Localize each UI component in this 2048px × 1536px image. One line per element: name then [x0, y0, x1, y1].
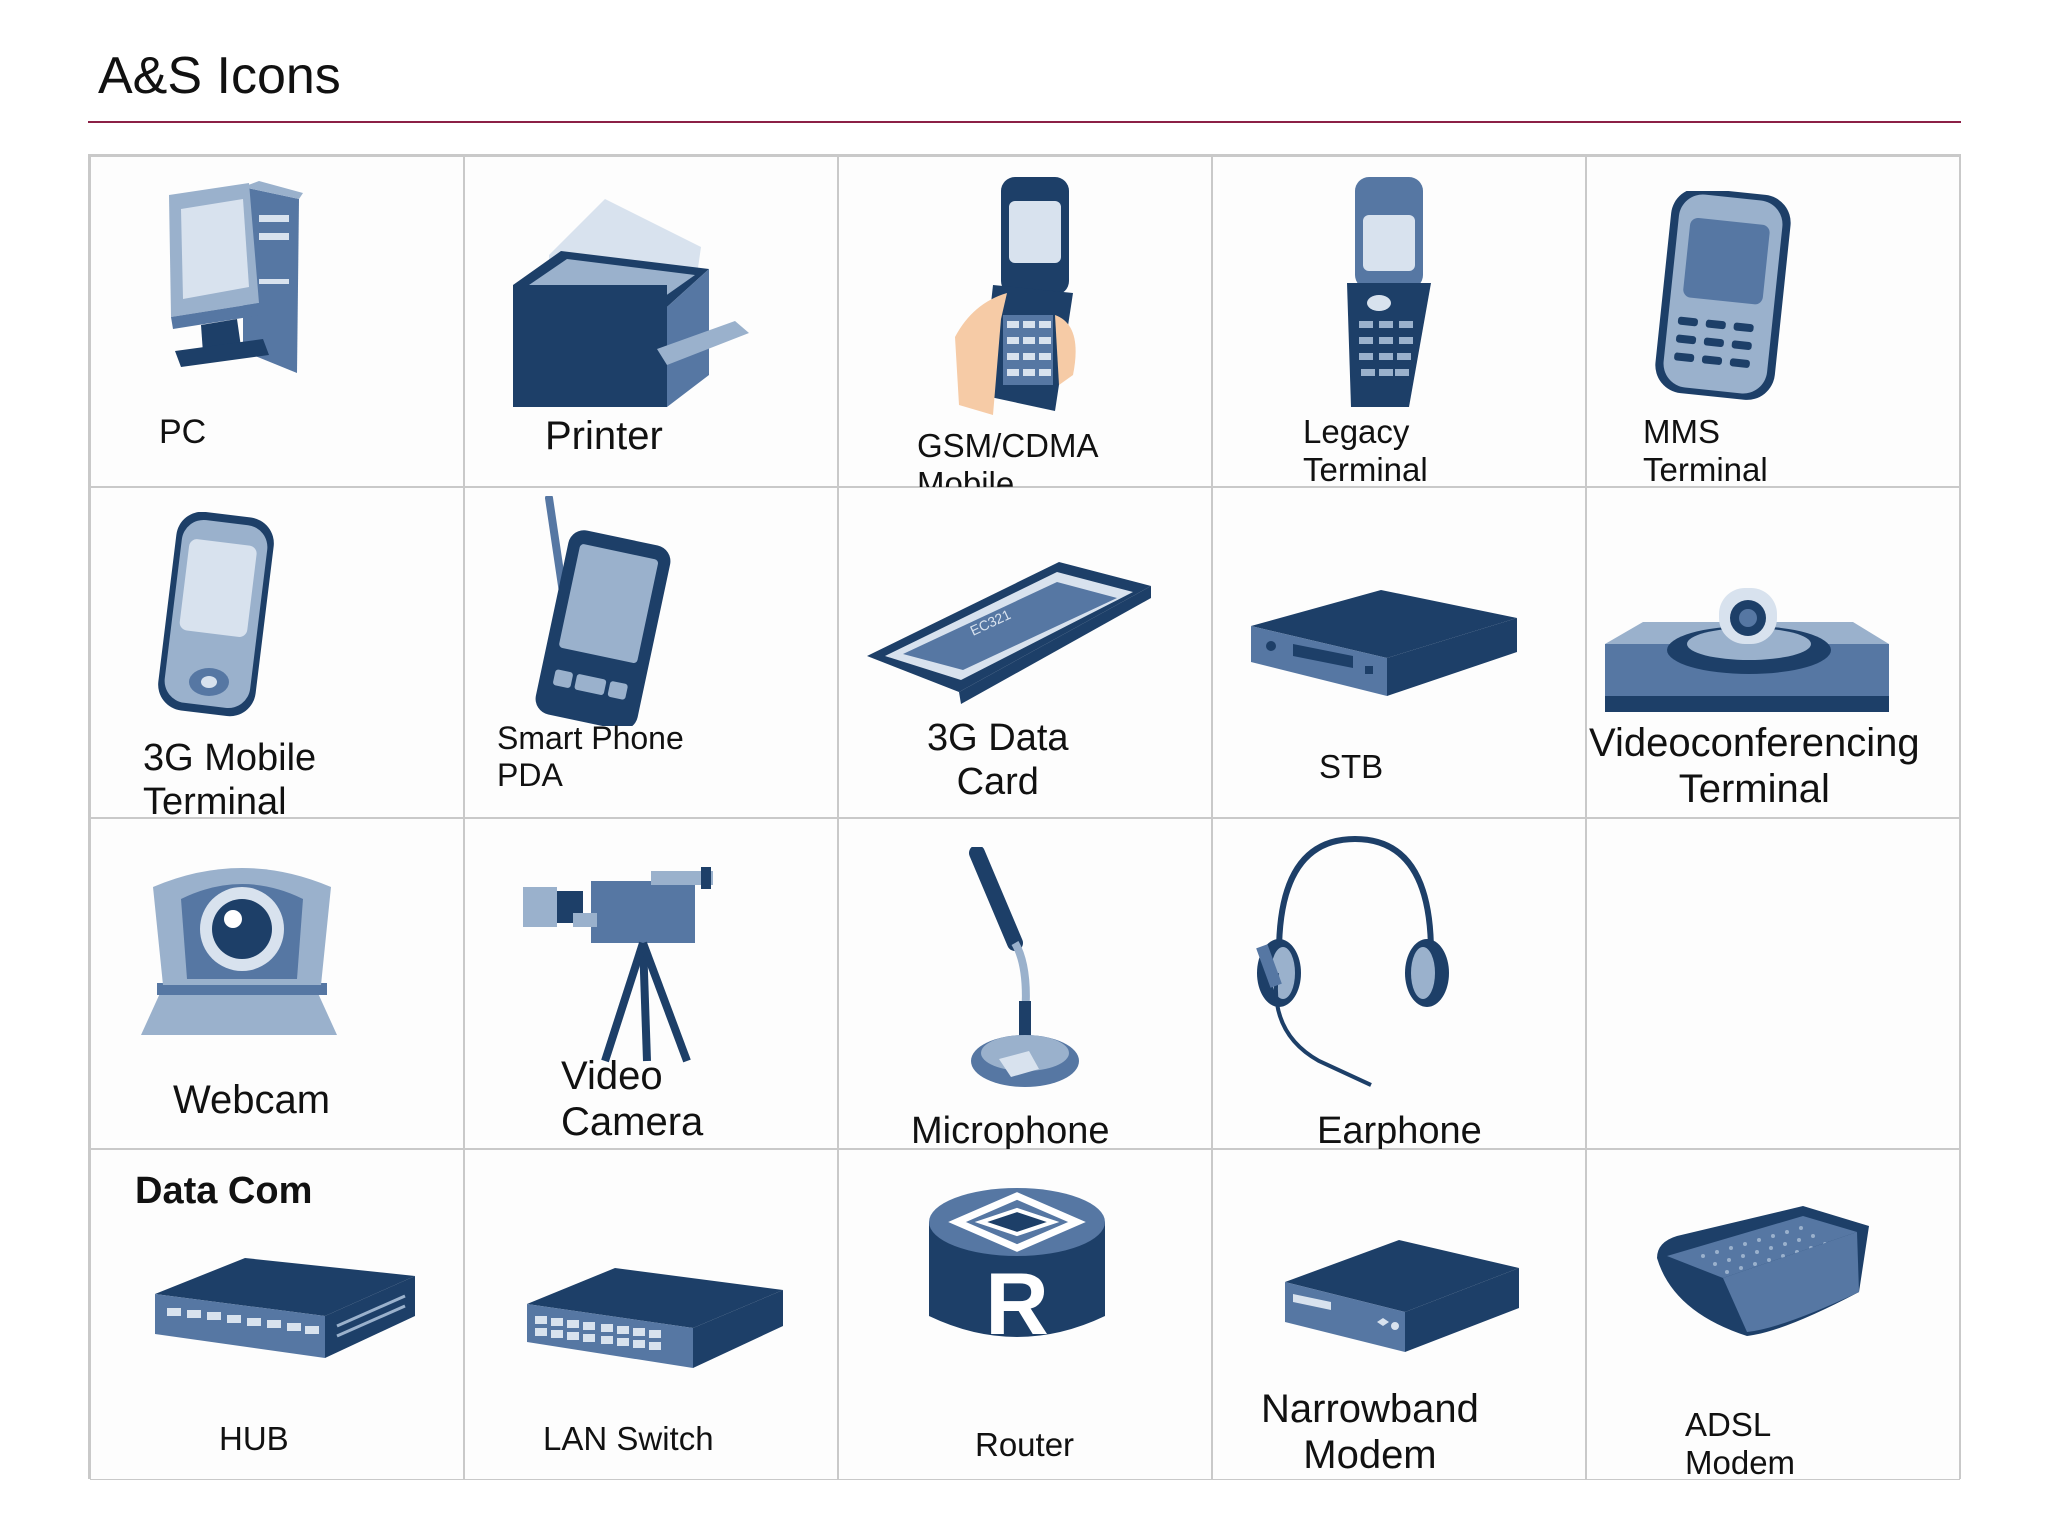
- cell-router: R Router: [838, 1149, 1212, 1480]
- cell-adsl: ADSL Modem: [1586, 1149, 1960, 1482]
- cell-narrowband: Narrowband Modem: [1212, 1149, 1586, 1480]
- label-earphone: Earphone: [1317, 1110, 1482, 1152]
- cell-datacard: EC321 3G Data Card: [838, 487, 1212, 818]
- videoconference-icon: [1605, 588, 1889, 712]
- title-divider: [88, 121, 1961, 123]
- label-webcam: Webcam: [173, 1078, 331, 1122]
- cell-earphone: Earphone: [1212, 818, 1586, 1152]
- cell-legacy: Legacy Terminal: [1212, 156, 1586, 489]
- hub-icon: [155, 1258, 415, 1358]
- cell-stb: STB: [1212, 487, 1586, 818]
- label-microphone: Microphone: [911, 1110, 1110, 1152]
- label-pda: Smart Phone PDA: [497, 720, 684, 794]
- adsl-modem-icon: [1657, 1206, 1869, 1336]
- svg-text:R: R: [985, 1254, 1049, 1353]
- cell-3g-mobile: 3G Mobile Terminal: [90, 487, 464, 823]
- cell-empty: [1586, 818, 1960, 1149]
- label-pc: PC: [159, 413, 207, 451]
- narrowband-modem-icon: [1285, 1240, 1519, 1352]
- router-icon: R: [929, 1188, 1105, 1353]
- cell-lan-switch: LAN Switch: [464, 1149, 838, 1480]
- flip-phone-icon: [1347, 177, 1431, 407]
- label-hub: HUB: [219, 1420, 289, 1457]
- page-title: A&S Icons: [98, 47, 341, 105]
- label-videoconf: Videoconferencing Terminal: [1589, 721, 1920, 812]
- cell-mms: MMS Terminal: [1586, 156, 1960, 489]
- webcam-icon: [141, 868, 337, 1035]
- cell-microphone: Microphone: [838, 818, 1212, 1152]
- label-stb: STB: [1319, 748, 1384, 785]
- cell-gsm: GSM/CDMA Mobile Terminal: [838, 156, 1212, 541]
- label-3g-mobile: 3G Mobile Terminal: [143, 737, 317, 824]
- cell-videoconf: Videoconferencing Terminal: [1586, 487, 1960, 818]
- cell-video-camera: Video Camera: [464, 818, 838, 1149]
- printer-icon: [513, 199, 749, 407]
- label-legacy: Legacy Terminal: [1303, 413, 1428, 489]
- label-router: Router: [975, 1426, 1075, 1463]
- cell-hub: Data Com HUB: [90, 1149, 464, 1480]
- pda-icon: [535, 496, 671, 726]
- label-datacard: 3G Data Card: [927, 717, 1069, 804]
- section-label-data-com: Data Com: [135, 1170, 313, 1212]
- mms-phone-icon: [1655, 191, 1791, 400]
- cell-printer: Printer: [464, 156, 838, 487]
- video-camera-icon: [523, 867, 713, 1063]
- cell-pc: PC: [90, 156, 464, 487]
- cell-pda: Smart Phone PDA: [464, 487, 838, 818]
- data-card-icon: EC321: [867, 562, 1151, 704]
- icon-grid: PC Printer GSM/CDMA Mobi: [88, 154, 1961, 1482]
- 3g-phone-icon: [158, 512, 274, 717]
- label-mms: MMS Terminal: [1643, 413, 1768, 489]
- lan-switch-icon: [527, 1268, 783, 1368]
- cell-webcam: Webcam: [90, 818, 464, 1149]
- microphone-icon: [969, 847, 1079, 1087]
- label-narrowband: Narrowband Modem: [1261, 1387, 1479, 1478]
- label-lan-switch: LAN Switch: [543, 1420, 714, 1457]
- gsm-phone-icon: [955, 177, 1076, 415]
- pc-icon: [169, 181, 303, 373]
- label-printer: Printer: [545, 414, 663, 458]
- label-video-camera: Video Camera: [561, 1054, 704, 1145]
- stb-icon: [1251, 590, 1517, 696]
- earphone-icon: [1256, 835, 1449, 1087]
- label-adsl: ADSL Modem: [1685, 1406, 1796, 1482]
